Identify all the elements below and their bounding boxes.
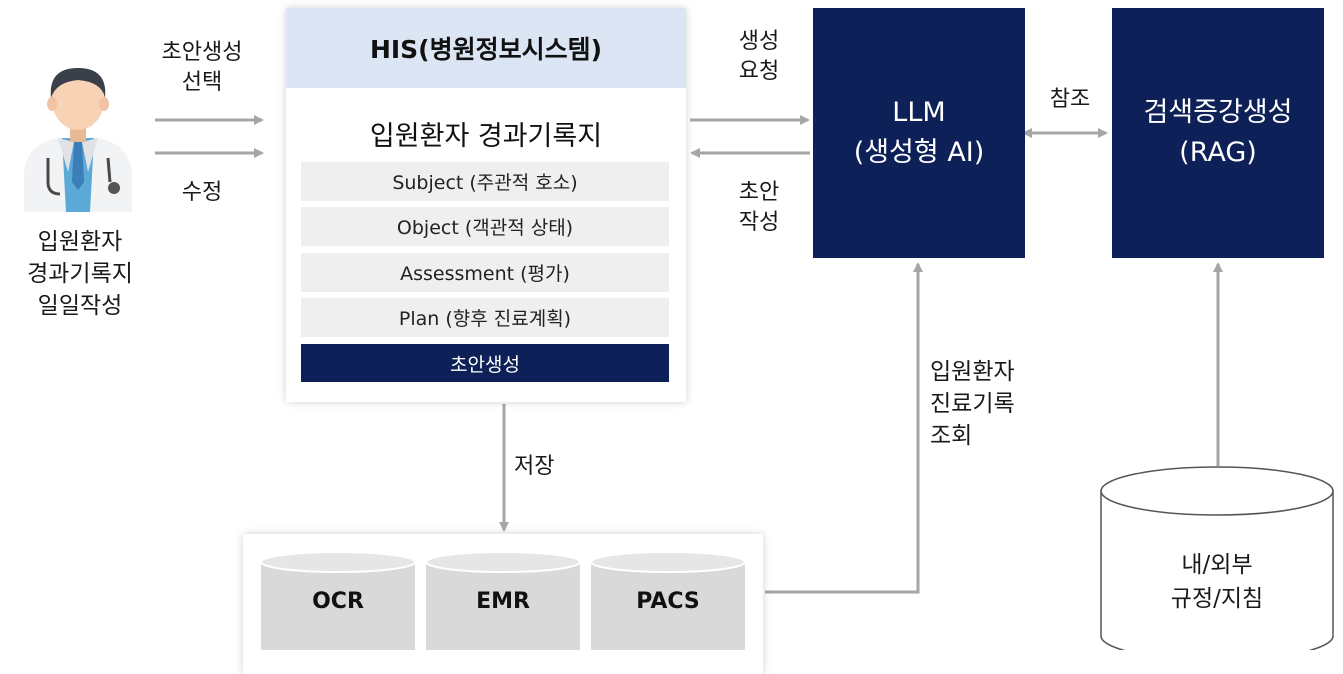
- record-lookup-line: 조회: [930, 423, 973, 449]
- generation-request-label: 생성 요청: [700, 27, 818, 87]
- rag-subtitle: (RAG): [1179, 137, 1257, 168]
- database-ocr: OCR: [260, 551, 416, 650]
- generation-request-line: 요청: [738, 59, 780, 84]
- draft-generate-button[interactable]: 초안생성: [301, 344, 669, 382]
- soap-plan-row: Plan (향후 진료계획): [301, 298, 669, 337]
- guidelines-line: 내/외부: [1181, 552, 1253, 578]
- record-lookup-line: 진료기록: [930, 391, 1015, 417]
- database-cylinders: OCR EMR PACS: [260, 551, 746, 650]
- doctor-caption-line: 입원환자: [37, 229, 123, 255]
- his-panel: HIS(병원정보시스템) 입원환자 경과기록지 Subject (주관적 호소)…: [286, 8, 686, 402]
- soap-object-row: Object (객관적 상태): [301, 207, 669, 246]
- database-emr: EMR: [425, 551, 581, 650]
- draft-write-line: 작성: [738, 210, 780, 235]
- record-lookup-label: 입원환자 진료기록 조회: [930, 356, 1060, 452]
- database-pacs: PACS: [590, 551, 746, 650]
- draft-write-line: 초안: [738, 180, 780, 205]
- record-lookup-arrow: [765, 262, 923, 594]
- draft-select-line: 선택: [181, 70, 223, 95]
- his-subtitle: 입원환자 경과기록지: [369, 121, 603, 152]
- draft-select-line: 초안생성: [161, 40, 243, 65]
- draft-select-label: 초안생성 선택: [140, 38, 264, 98]
- guidelines-cylinder: [1100, 466, 1334, 650]
- database-label: PACS: [636, 589, 700, 614]
- llm-subtitle: (생성형 AI): [853, 137, 985, 168]
- reference-label: 참조: [1049, 87, 1091, 112]
- edit-label: 수정: [181, 180, 223, 205]
- llm-box: LLM (생성형 AI): [813, 8, 1025, 258]
- doctor-caption: 입원환자 경과기록지 일일작성: [0, 226, 160, 322]
- record-lookup-line: 입원환자: [930, 359, 1015, 385]
- connector-layer: [155, 115, 1334, 650]
- rag-box: 검색증강생성 (RAG): [1112, 8, 1324, 258]
- store-label: 저장: [514, 454, 555, 479]
- soap-subject-row: Subject (주관적 호소): [301, 162, 669, 201]
- llm-title: LLM: [892, 97, 946, 128]
- guidelines-label: 내/외부 규정/지침: [1110, 548, 1324, 616]
- generation-request-line: 생성: [738, 29, 780, 54]
- guidelines-line: 규정/지침: [1170, 586, 1264, 612]
- draft-write-label: 초안 작성: [700, 178, 818, 238]
- database-label: EMR: [476, 589, 530, 614]
- doctor-caption-line: 경과기록지: [27, 261, 133, 287]
- rag-title: 검색증강생성: [1143, 97, 1293, 128]
- doctor-icon: [24, 68, 132, 212]
- database-label: OCR: [312, 589, 364, 614]
- doctor-caption-line: 일일작성: [37, 293, 123, 319]
- his-title: HIS(병원정보시스템): [286, 8, 686, 88]
- database-panel: OCR EMR PACS: [243, 534, 763, 674]
- soap-assessment-row: Assessment (평가): [301, 253, 669, 292]
